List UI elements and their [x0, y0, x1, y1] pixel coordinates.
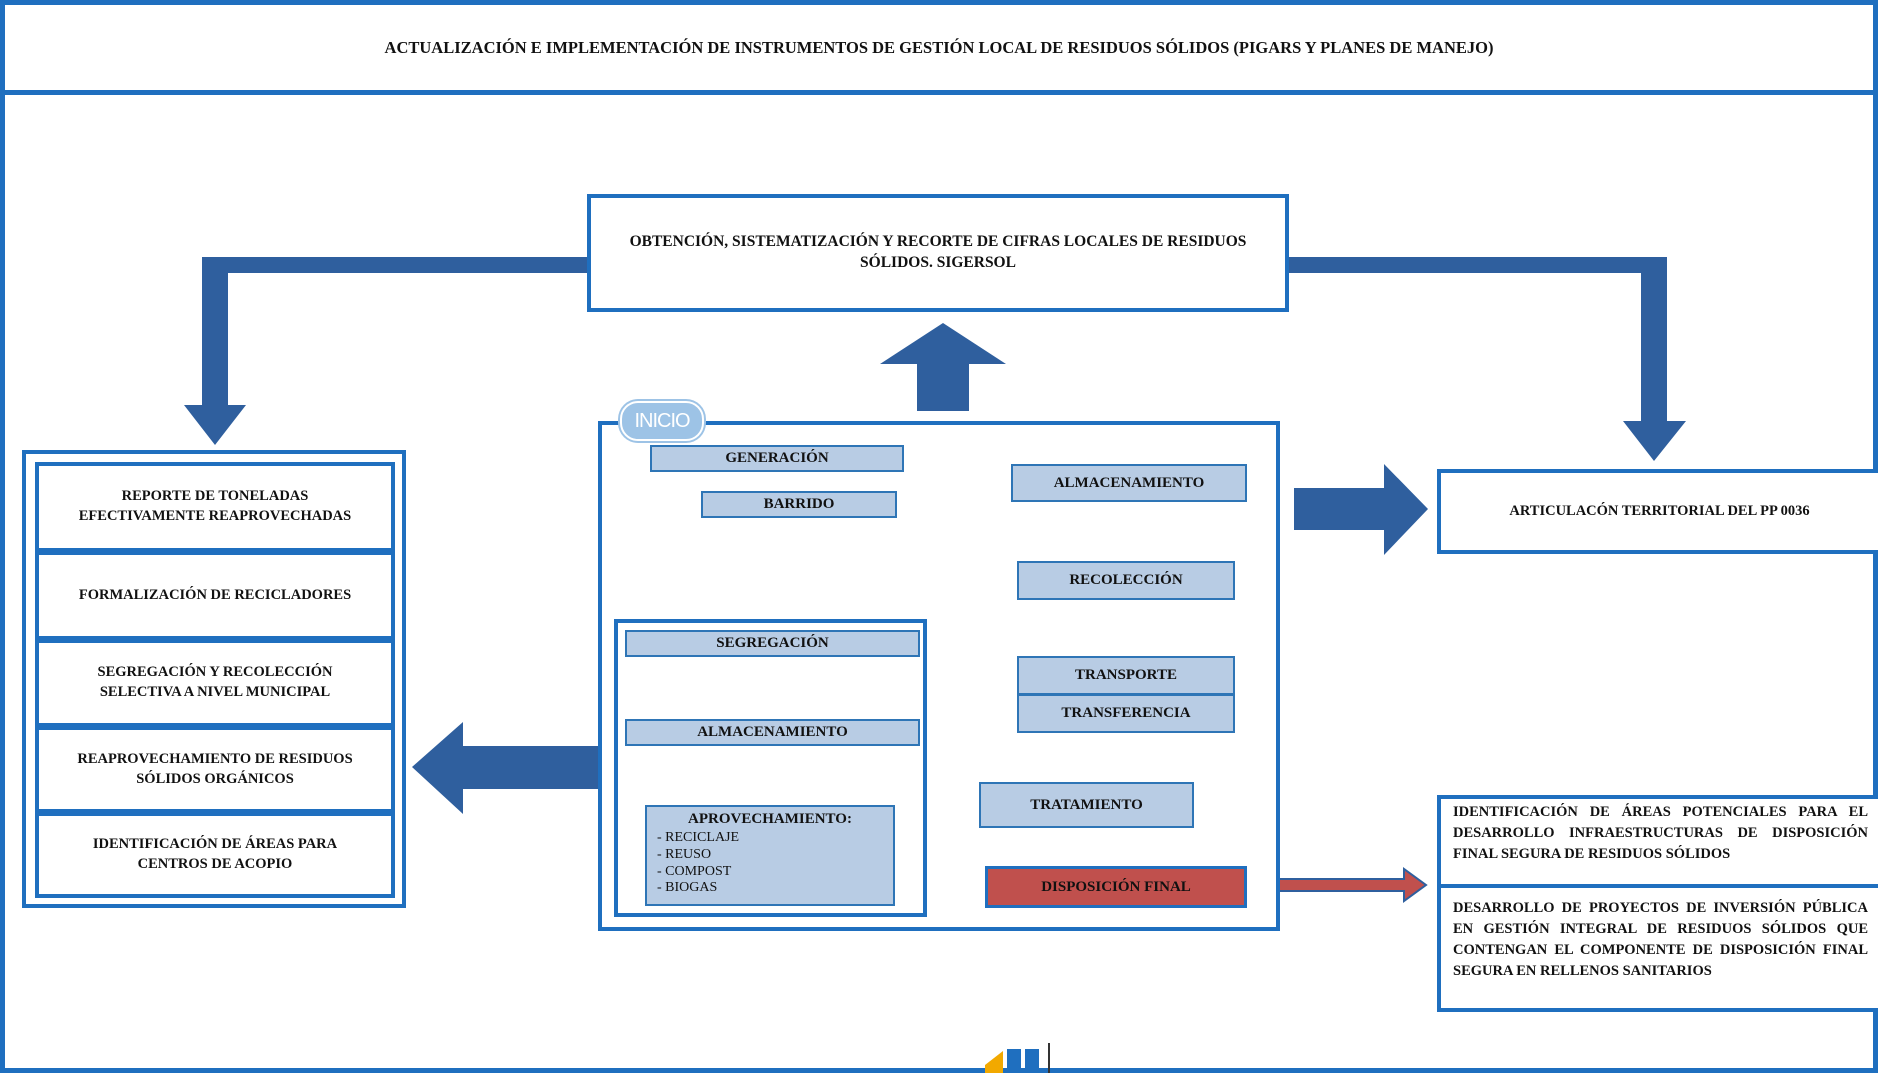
logo-icon — [985, 1043, 1050, 1073]
aprovechamiento-item: - BIOGAS — [657, 880, 718, 896]
start-bubble-text: INICIO — [634, 409, 690, 432]
step-transporte: TRANSPORTE — [1017, 656, 1235, 695]
step-tratamiento: TRATAMIENTO — [979, 782, 1194, 828]
step-transferencia: TRANSFERENCIA — [1017, 694, 1235, 733]
page-title-text: ACTUALIZACIÓN E IMPLEMENTACIÓN DE INSTRU… — [384, 37, 1494, 57]
aprovechamiento-title: APROVECHAMIENTO: — [688, 811, 852, 827]
identificacion-areas-box: IDENTIFICACIÓN DE ÁREAS POTENCIALES PARA… — [1437, 795, 1878, 888]
proyectos-inversion-box: DESARROLLO DE PROYECTOS DE INVERSIÓN PÚB… — [1437, 884, 1878, 1012]
step-almacenamiento-left-text: ALMACENAMIENTO — [697, 724, 848, 740]
step-disposicion-final: DISPOSICIÓN FINAL — [985, 866, 1247, 908]
arrow-center-up — [880, 323, 1006, 411]
step-aprovechamiento: APROVECHAMIENTO: - RECICLAJE - REUSO - C… — [645, 805, 895, 906]
left-item-reaprovechamiento: REAPROVECHAMIENTO DE RESIDUOS SÓLIDOS OR… — [35, 726, 395, 813]
aprovechamiento-item: - REUSO — [657, 846, 712, 862]
left-item-reaprovechamiento-text: REAPROVECHAMIENTO DE RESIDUOS SÓLIDOS OR… — [77, 750, 353, 787]
left-item-acopio: IDENTIFICACIÓN DE ÁREAS PARA CENTROS DE … — [35, 812, 395, 898]
proyectos-inversion-text: DESARROLLO DE PROYECTOS DE INVERSIÓN PÚB… — [1453, 900, 1868, 980]
step-almacenamiento-right: ALMACENAMIENTO — [1011, 464, 1247, 502]
step-tratamiento-text: TRATAMIENTO — [1030, 796, 1143, 813]
aprovechamiento-list: - RECICLAJE - REUSO - COMPOST - BIOGAS — [657, 830, 883, 897]
arrow-center-to-left — [412, 722, 613, 814]
step-recoleccion-text: RECOLECCIÓN — [1069, 572, 1183, 588]
left-item-segregacion: SEGREGACIÓN Y RECOLECCIÓN SELECTIVA A NI… — [35, 639, 395, 727]
aprovechamiento-item: - COMPOST — [657, 863, 732, 879]
step-generacion-text: GENERACIÓN — [725, 450, 829, 466]
left-item-reporte: REPORTE DE TONELADAS EFECTIVAMENTE REAPR… — [35, 462, 395, 552]
arrow-top-to-left — [184, 257, 589, 445]
step-barrido: BARRIDO — [701, 491, 897, 518]
step-disposicion-final-text: DISPOSICIÓN FINAL — [1041, 878, 1191, 895]
step-transferencia-text: TRANSFERENCIA — [1061, 705, 1191, 721]
left-item-segregacion-text: SEGREGACIÓN Y RECOLECCIÓN SELECTIVA A NI… — [97, 664, 333, 700]
articulacion-box: ARTICULACÓN TERRITORIAL DEL PP 0036 — [1437, 469, 1878, 554]
step-barrido-text: BARRIDO — [763, 496, 835, 512]
step-recoleccion: RECOLECCIÓN — [1017, 561, 1235, 600]
identificacion-areas-text: IDENTIFICACIÓN DE ÁREAS POTENCIALES PARA… — [1453, 804, 1868, 863]
sigersol-text: OBTENCIÓN, SISTEMATIZACIÓN Y RECORTE DE … — [629, 233, 1247, 271]
left-item-acopio-text: IDENTIFICACIÓN DE ÁREAS PARA CENTROS DE … — [92, 836, 338, 872]
left-item-formalizacion-text: FORMALIZACIÓN DE RECICLADORES — [78, 586, 352, 603]
left-item-formalizacion: FORMALIZACIÓN DE RECICLADORES — [35, 551, 395, 640]
step-almacenamiento-left: ALMACENAMIENTO — [625, 719, 920, 746]
step-transporte-text: TRANSPORTE — [1075, 667, 1177, 683]
step-almacenamiento-right-text: ALMACENAMIENTO — [1053, 474, 1205, 491]
left-item-reporte-text: REPORTE DE TONELADAS EFECTIVAMENTE REAPR… — [78, 488, 352, 524]
step-generacion: GENERACIÓN — [650, 445, 904, 472]
step-segregacion-text: SEGREGACIÓN — [716, 635, 829, 651]
articulacion-text: ARTICULACÓN TERRITORIAL DEL PP 0036 — [1509, 503, 1810, 519]
sigersol-box: OBTENCIÓN, SISTEMATIZACIÓN Y RECORTE DE … — [587, 194, 1289, 312]
page-title: ACTUALIZACIÓN E IMPLEMENTACIÓN DE INSTRU… — [0, 0, 1878, 95]
arrow-top-to-right — [1287, 257, 1686, 461]
step-segregacion: SEGREGACIÓN — [625, 630, 920, 657]
aprovechamiento-item: - RECICLAJE — [657, 830, 740, 845]
arrow-center-to-articulacion — [1294, 464, 1428, 555]
start-bubble: INICIO — [620, 401, 704, 441]
